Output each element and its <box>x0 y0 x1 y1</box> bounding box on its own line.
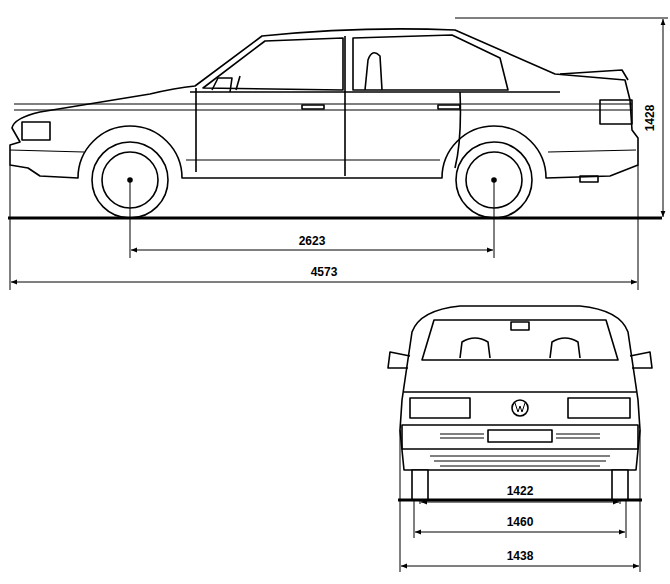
rear-view-mirror <box>511 322 529 330</box>
extension-line <box>10 18 668 290</box>
door-handle <box>302 105 324 109</box>
front-dimensions <box>400 430 640 572</box>
front-wheel <box>612 470 628 500</box>
dimension-label: 2623 <box>297 234 328 248</box>
body-outline <box>400 306 640 470</box>
dimension-label: 1428 <box>643 103 657 134</box>
dimension-label: 1438 <box>505 549 536 563</box>
dimension-line <box>415 532 625 533</box>
headlight <box>568 398 630 418</box>
seat <box>365 53 382 90</box>
steering-wheel <box>236 76 240 90</box>
ground-line <box>8 217 662 220</box>
ground-line <box>398 499 642 502</box>
emblem-mark <box>515 403 525 412</box>
dimension-line <box>11 282 637 283</box>
belt-line <box>190 91 560 93</box>
side-view <box>10 29 638 218</box>
mirror <box>630 352 652 368</box>
tail-light <box>600 100 632 124</box>
side-dimensions <box>10 18 668 290</box>
extension-line <box>400 430 640 572</box>
licence-plate <box>488 430 552 442</box>
seat <box>460 338 580 358</box>
mirror <box>388 352 410 368</box>
windshield <box>422 320 618 360</box>
mirror <box>212 78 232 92</box>
dimension-line <box>131 250 493 251</box>
bumper <box>402 425 638 449</box>
front-wheel <box>412 470 428 500</box>
dimension-line <box>421 502 619 503</box>
door-lines <box>196 36 460 176</box>
door-handle <box>438 105 460 109</box>
exhaust <box>580 176 598 182</box>
emblem <box>512 400 528 416</box>
spoiler <box>560 70 628 80</box>
dimension-label: 1460 <box>505 515 536 529</box>
headlight <box>410 398 470 418</box>
grille <box>430 434 610 466</box>
dimension-line <box>401 566 639 567</box>
rear-window <box>353 35 508 90</box>
hood-line <box>404 391 636 393</box>
headlight <box>22 122 50 140</box>
dimension-label: 1422 <box>505 484 536 498</box>
front-window <box>203 38 343 90</box>
front-view <box>388 306 652 500</box>
dimension-line <box>663 19 664 217</box>
dimension-label: 4573 <box>309 265 340 279</box>
side-trim <box>14 104 632 110</box>
